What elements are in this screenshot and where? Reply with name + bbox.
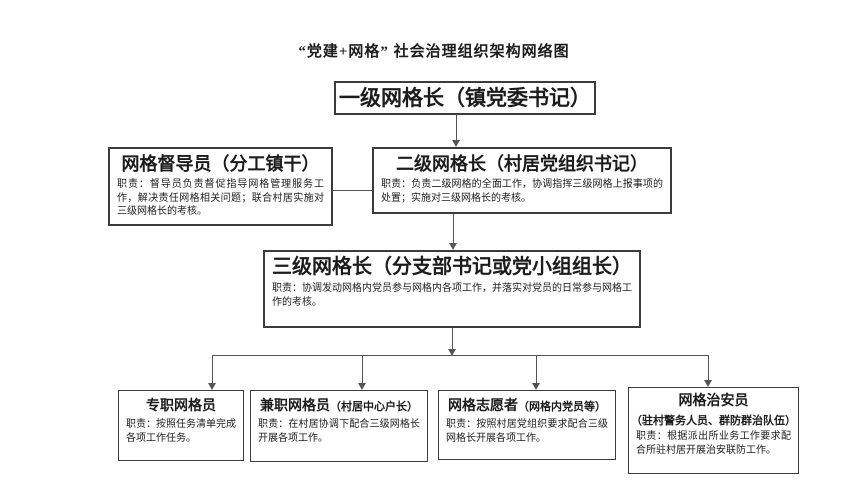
arrowhead-down	[208, 383, 216, 390]
node-title-main: 网格志愿者	[448, 399, 518, 414]
node-fulltime-grid-member: 专职网格员 职责：按照任务清单完成各项工作任务。	[118, 390, 244, 461]
node-level2-grid-chief: 二级网格长（村居党组织书记） 职责：负责二级网格的全面工作，协调指挥三级网格上报…	[372, 147, 672, 214]
node-duty-text: 职责：按照村居党组织要求配合三级网格长开展各项工作。	[446, 419, 608, 444]
node-grid-security-officer: 网格治安员 （驻村警务人员、群防群治队伍） 职责：根据派出所业务工作要求配合所驻…	[628, 387, 799, 474]
node-title: 网格治安员	[678, 394, 749, 409]
node-title-subtitle: （驻村警务人员、群防群治队伍）	[631, 415, 796, 427]
node-title-subtitle: （网格内党员等）	[518, 401, 606, 413]
connector-bus-volunteer	[536, 355, 537, 383]
arrowhead-down	[448, 349, 456, 356]
node-duty-text: 职责：按照任务清单完成各项工作任务。	[126, 419, 236, 444]
arrowhead-down	[449, 243, 457, 250]
connector-level3-bus	[452, 328, 453, 355]
arrowhead-down	[704, 380, 712, 387]
node-duty-text: 职责：在村居协调下配合三级网格长开展各项工作。	[258, 419, 420, 444]
node-title: 三级网格长（分支部书记或党小组组长）	[272, 256, 632, 278]
connector-distribution-bus	[212, 355, 709, 356]
connector-bus-security	[708, 355, 709, 380]
diagram-title: “党建+网格” 社会治理组织架构网络图	[298, 44, 570, 60]
node-title-main: 兼职网格员	[260, 399, 330, 414]
node-title: 专职网格员	[146, 399, 216, 414]
node-grid-volunteer: 网格志愿者（网格内党员等） 职责：按照村居党组织要求配合三级网格长开展各项工作。	[438, 390, 616, 460]
connector-level2-level3	[453, 214, 454, 244]
arrowhead-down	[532, 383, 540, 390]
node-title-subtitle: （村居中心户长）	[330, 401, 418, 413]
arrowhead-down	[358, 383, 366, 390]
connector-bus-fulltime	[212, 355, 213, 383]
node-duty-text: 职责：督导员负责督促指导网格管理服务工作，解决责任网格相关问题；联合村居实施对三…	[117, 179, 324, 217]
node-duty-text: 职责：负责二级网格的全面工作，协调指挥三级网格上报事项的处置；实施对三级网格长的…	[381, 179, 663, 204]
node-title: 一级网格长（镇党委书记）	[339, 86, 591, 110]
node-grid-supervisor: 网格督导员（分工镇干） 职责：督导员负责督促指导网格管理服务工作，解决责任网格相…	[108, 147, 333, 226]
node-level3-grid-chief: 三级网格长（分支部书记或党小组组长） 职责：协调发动网格内党员参与网格内各项工作…	[263, 250, 641, 328]
connector-supervisor-level2	[333, 190, 372, 191]
node-title: 网格志愿者（网格内党员等）	[439, 391, 615, 416]
connector-bus-parttime	[362, 355, 363, 383]
node-title: 网格督导员（分工镇干）	[121, 154, 320, 174]
node-parttime-grid-member: 兼职网格员（村居中心户长） 职责：在村居协调下配合三级网格长开展各项工作。	[250, 390, 428, 462]
node-title: 二级网格长（村居党组织书记）	[396, 154, 648, 174]
arrowhead-down	[452, 140, 460, 147]
connector-level1-level2	[456, 115, 457, 141]
node-level1-grid-chief: 一级网格长（镇党委书记）	[334, 81, 596, 115]
node-duty-text: 职责：根据派出所业务工作要求配合所驻村居开展治安联防工作。	[636, 431, 791, 456]
node-title: 兼职网格员（村居中心户长）	[251, 391, 427, 416]
node-duty-text: 职责：协调发动网格内党员参与网格内各项工作，并落实对党员的日常参与网格工作的考核…	[272, 283, 632, 308]
